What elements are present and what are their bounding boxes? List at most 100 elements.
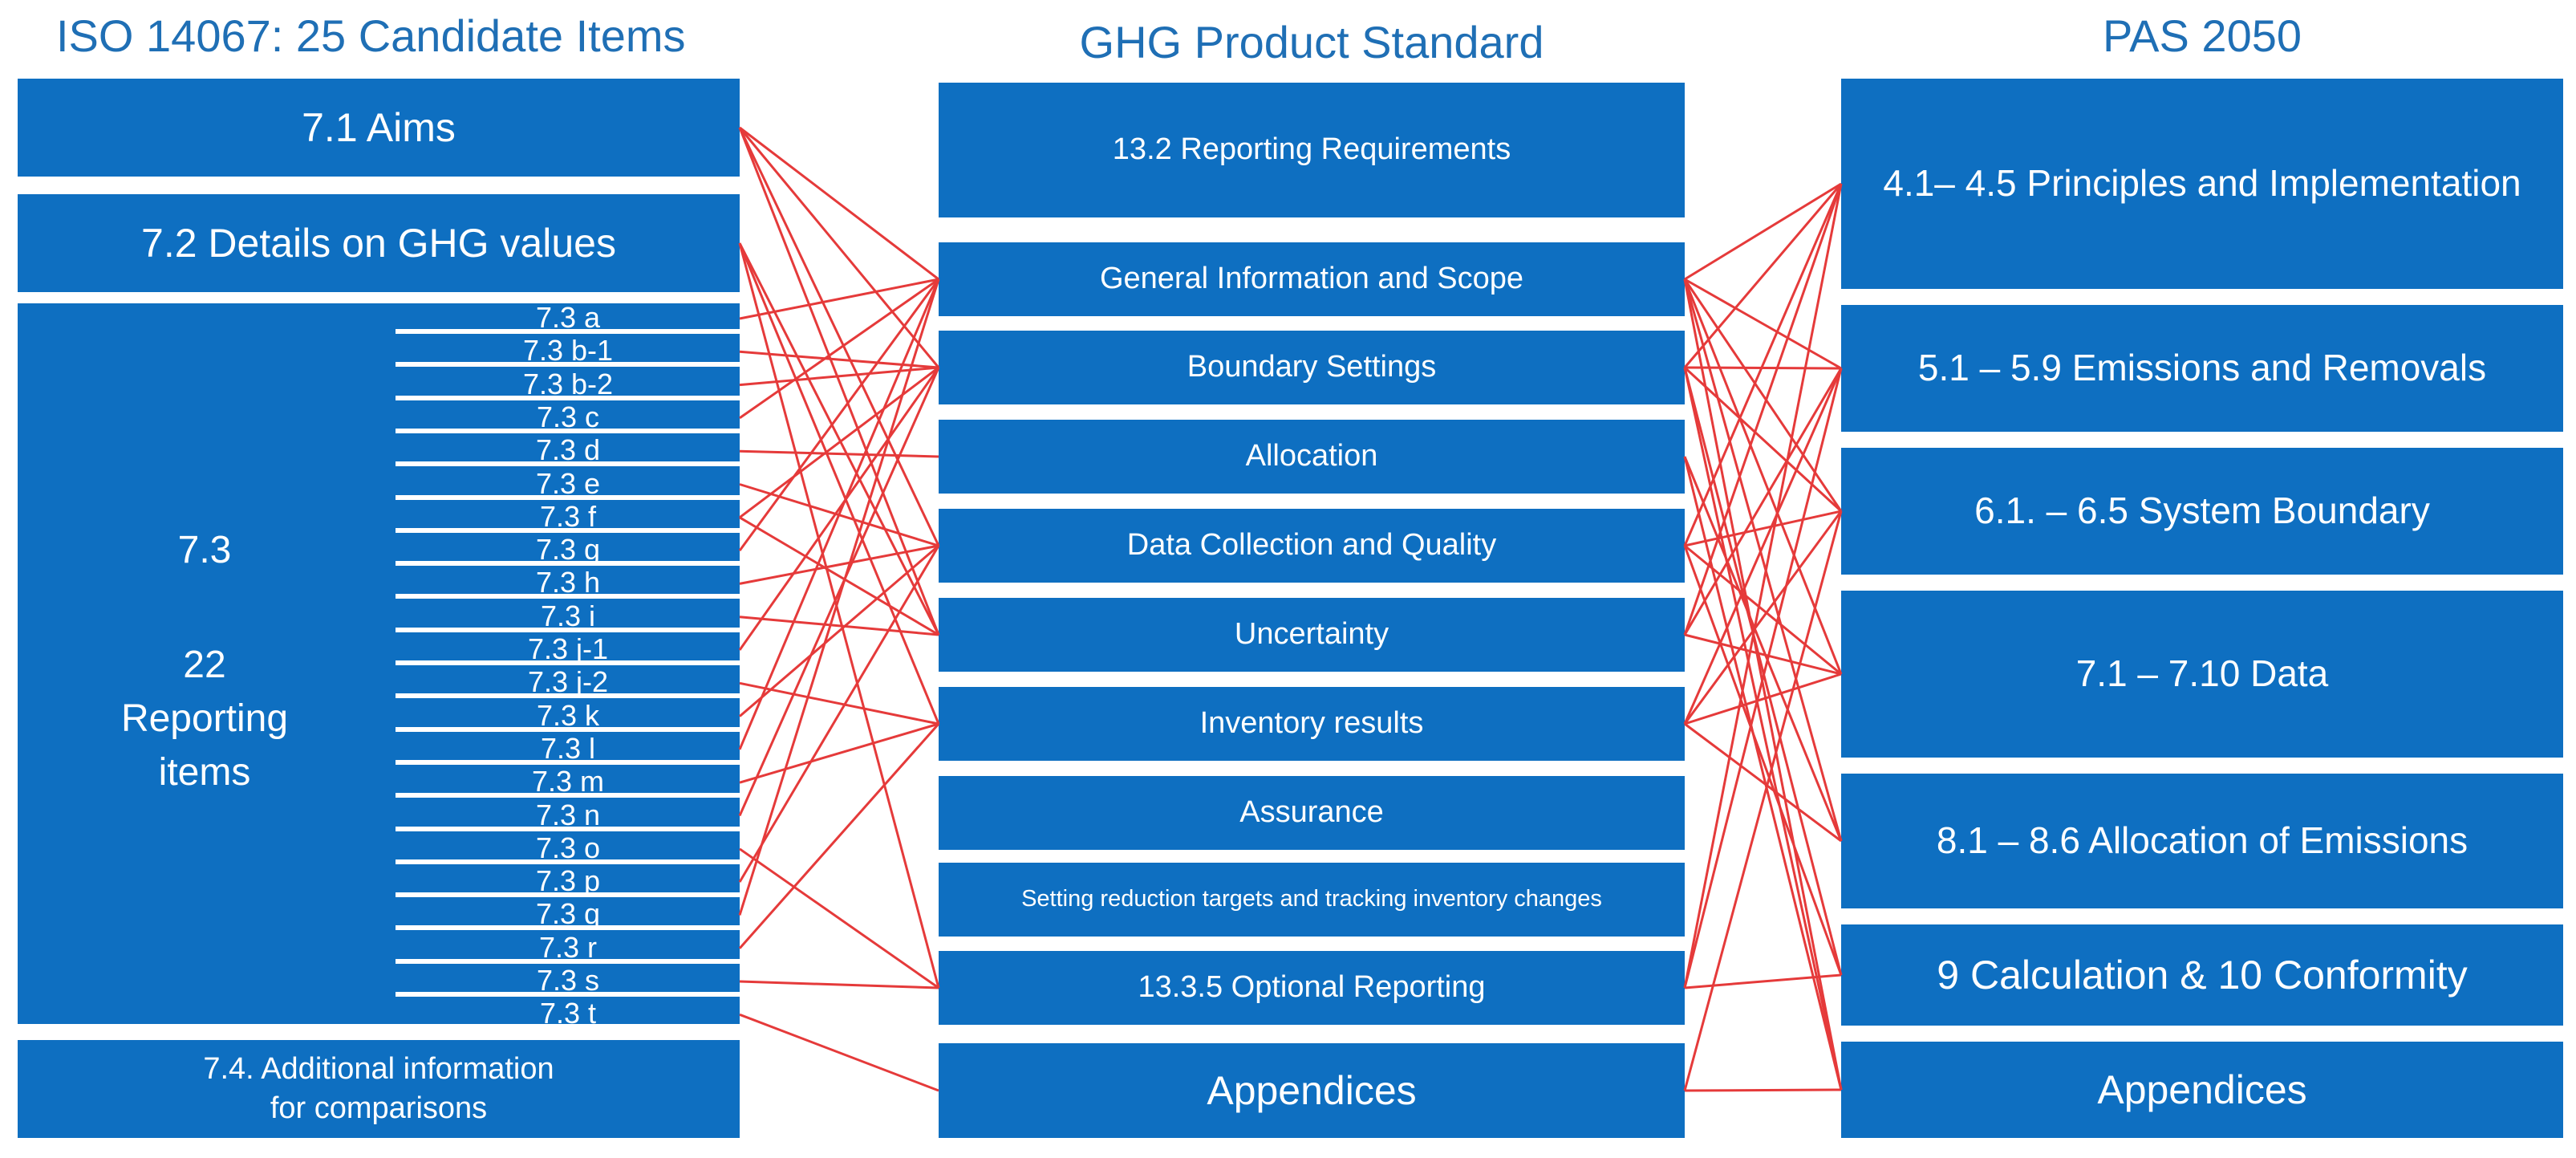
ghg-data-collection: Data Collection and Quality <box>939 509 1685 583</box>
iso-sub-item: 7.3 s <box>396 964 740 997</box>
iso-reporting-count: 22 <box>183 644 226 686</box>
ghg-general-information: General Information and Scope <box>939 242 1685 316</box>
connector-line <box>1684 510 1842 547</box>
iso-sub-item: 7.3 j-2 <box>396 665 740 699</box>
iso-sub-item: 7.3 g <box>396 533 740 567</box>
connector-line <box>1683 183 1843 989</box>
connector-line <box>1684 182 1842 281</box>
iso-sub-item-label: 7.3 c <box>536 400 600 433</box>
connector-line <box>739 722 939 784</box>
connector-line <box>1684 973 1842 989</box>
iso-sub-item-label: 7.3 b-1 <box>522 334 614 368</box>
ghg-uncertainty: Uncertainty <box>939 598 1685 672</box>
connector-line <box>1684 278 1842 370</box>
pas-principles: 4.1– 4.5 Principles and Implementation <box>1841 79 2563 289</box>
connector-line <box>739 1013 939 1092</box>
iso-sub-item: 7.3 f <box>396 499 740 533</box>
connector-line <box>739 350 939 369</box>
pas-calculation-conformity: 9 Calculation & 10 Conformity <box>1841 924 2563 1026</box>
connector-line <box>1683 368 1843 636</box>
connector-line <box>739 366 939 518</box>
connector-line <box>1683 545 1843 976</box>
iso-sub-item-label: 7.3 k <box>536 698 600 732</box>
iso-sub-item-label: 7.3 l <box>540 731 596 765</box>
iso-sub-item: 7.3 p <box>396 865 740 898</box>
iso-sub-item-label: 7.3 o <box>535 831 601 864</box>
connector-line <box>739 616 939 636</box>
connector-line <box>738 723 940 949</box>
connector-line <box>738 242 940 636</box>
ghg-assurance: Assurance <box>939 776 1685 850</box>
connector-line <box>1684 722 1842 843</box>
connector-line <box>1684 633 1842 676</box>
iso-sub-item-label: 7.3 i <box>540 599 596 632</box>
connector-line <box>739 544 939 717</box>
connector-line <box>738 367 940 651</box>
ghg-column-title: GHG Product Standard <box>1079 17 1544 67</box>
connector-line <box>1683 368 1843 989</box>
ghg-allocation: Allocation <box>939 420 1685 494</box>
connector-line <box>1684 672 1842 725</box>
connector-line <box>738 242 940 989</box>
connector-line <box>739 366 939 387</box>
connector-line <box>1683 278 1843 842</box>
connector-line <box>1683 183 1843 368</box>
iso-sub-item: 7.3 t <box>396 998 740 1030</box>
connector-line <box>738 278 940 916</box>
iso-sub-item: 7.3 m <box>396 765 740 798</box>
connector-line <box>738 545 940 883</box>
iso-additional-info-box: 7.4. Additional information for comparis… <box>18 1040 740 1138</box>
iso-sub-item: 7.3 h <box>396 567 740 599</box>
iso-sub-item-label: 7.3 m <box>531 765 605 798</box>
iso-sub-item: 7.3 b-1 <box>396 334 740 368</box>
ghg-inventory-results: Inventory results <box>939 687 1685 761</box>
iso-aims-box: 7.1 Aims <box>18 79 740 177</box>
pas-allocation-emissions: 8.1 – 8.6 Allocation of Emissions <box>1841 774 2563 908</box>
iso-sub-item: 7.3 l <box>396 731 740 765</box>
connector-line <box>1683 456 1843 1091</box>
iso-section-number: 7.3 <box>177 529 232 571</box>
iso-sub-item: 7.3 o <box>396 831 740 864</box>
connector-line <box>1683 368 1843 725</box>
iso-sub-item: 7.3 j-1 <box>396 633 740 665</box>
connector-line <box>738 127 940 636</box>
iso-column-title: ISO 14067: 25 Candidate Items <box>56 10 686 61</box>
iso-sub-item-label: 7.3 s <box>536 964 600 997</box>
pas-data: 7.1 – 7.10 Data <box>1841 591 2563 758</box>
connector-line <box>738 278 940 551</box>
iso-sub-item-label: 7.3 g <box>535 533 601 567</box>
iso-sub-item: 7.3 q <box>396 897 740 931</box>
ghg-reporting-requirements: 13.2 Reporting Requirements <box>939 83 1685 217</box>
connector-line <box>739 278 939 320</box>
iso-sub-item-label: 7.3 e <box>535 466 601 500</box>
pas-appendices: Appendices <box>1841 1042 2563 1138</box>
iso-sub-item-label: 7.3 q <box>535 897 601 931</box>
iso-sub-item-label: 7.3 r <box>538 930 598 964</box>
iso-sub-item-label: 7.3 n <box>535 798 601 831</box>
connector-line <box>1683 510 1843 725</box>
ghg-reduction-targets: Setting reduction targets and tracking i… <box>939 863 1685 937</box>
iso-sub-item-label: 7.3 j-2 <box>527 665 609 699</box>
connector-line <box>739 449 939 458</box>
iso-sub-item: 7.3 n <box>396 798 740 831</box>
iso-additional-info-line-1: 7.4. Additional information <box>203 1051 554 1086</box>
connector-line <box>739 516 939 636</box>
connector-line <box>738 278 940 750</box>
iso-reporting-label-2: items <box>158 751 251 794</box>
connector-line <box>738 127 940 368</box>
iso-details-box: 7.2 Details on GHG values <box>18 194 740 292</box>
connector-line <box>1683 183 1843 636</box>
connector-line <box>1683 366 1843 513</box>
connector-line <box>1683 510 1843 1091</box>
iso-sub-item-label: 7.3 b-2 <box>522 367 614 400</box>
connector-line <box>738 242 940 725</box>
connector-line <box>738 127 940 546</box>
iso-sub-item: 7.3 i <box>396 599 740 632</box>
iso-sub-item-label: 7.3 f <box>539 499 597 533</box>
connector-line <box>739 980 939 989</box>
iso-sub-item: 7.3 r <box>396 930 740 964</box>
iso-sub-item: 7.3 a <box>396 302 740 334</box>
connector-line <box>1684 1088 1842 1092</box>
iso-sub-item: 7.3 b-2 <box>396 368 740 400</box>
connector-line <box>739 544 939 585</box>
